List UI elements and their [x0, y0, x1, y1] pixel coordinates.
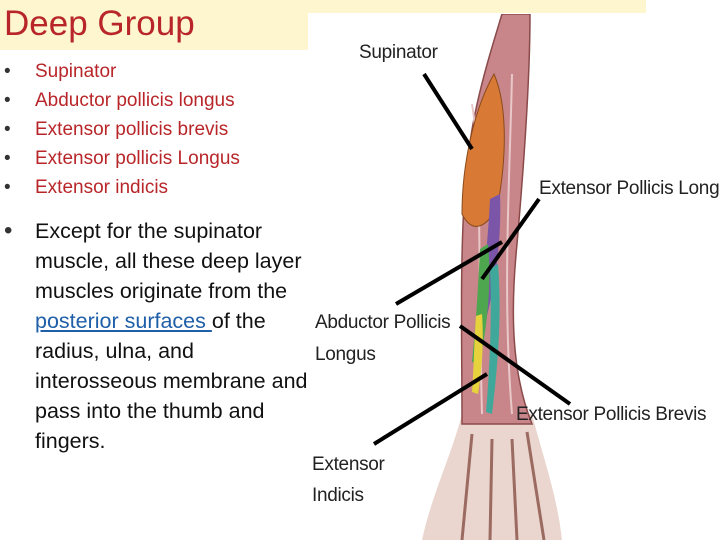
bullet-icon: • [4, 148, 11, 169]
list-item-label: Abductor pollicis longus [35, 90, 235, 111]
label-abductor-pollicis: Abductor Pollicis [315, 312, 451, 333]
muscle-list: • Supinator • Abductor pollicis longus • Ex… [4, 58, 304, 203]
forearm-anatomy-figure: Supinator Extensor Pollicis Longus Abduc… [312, 13, 720, 541]
paragraph-text-start: Except for the supinator muscle, all the… [35, 219, 302, 303]
epb-pointer [458, 324, 572, 406]
epl-pointer [480, 197, 541, 281]
bullet-icon: • [4, 119, 11, 140]
list-item: • Extensor pollicis brevis [4, 116, 304, 145]
list-item-label: Extensor pollicis brevis [35, 119, 229, 140]
list-item: • Abductor pollicis longus [4, 87, 304, 116]
posterior-surfaces-link[interactable]: posterior surfaces [35, 309, 212, 333]
list-item: • Supinator [4, 58, 304, 87]
bullet-icon: • [4, 217, 13, 244]
list-item-label: Extensor indicis [35, 177, 169, 198]
title-band-extension [308, 0, 646, 13]
forearm-illustration [372, 13, 572, 541]
tendon-lines [460, 431, 546, 541]
list-item: • Extensor indicis [4, 174, 304, 203]
label-indicis: Indicis [312, 485, 364, 506]
description-paragraph: • Except for the supinator muscle, all th… [4, 216, 309, 456]
title-band [0, 0, 308, 50]
supinator-pointer [422, 72, 474, 151]
extensor-indicis-muscle [486, 264, 500, 414]
label-abductor-longus: Longus [315, 344, 376, 365]
list-item-label: Extensor pollicis Longus [35, 148, 240, 169]
apl-pointer [394, 240, 504, 306]
list-item-label: Supinator [35, 61, 117, 82]
epb-muscle [472, 314, 483, 394]
slide-title: Deep Group [4, 4, 195, 43]
label-extensor: Extensor [312, 454, 385, 475]
ei-pointer [372, 372, 489, 446]
label-supinator: Supinator [359, 42, 438, 63]
paragraph-text-end: of the radius, ulna, and interosseous me… [35, 309, 308, 453]
bullet-icon: • [4, 61, 11, 82]
supinator-muscle [461, 72, 505, 227]
label-extensor-pollicis-brevis: Extensor Pollicis Brevis [516, 404, 707, 425]
list-item: • Extensor pollicis Longus [4, 145, 304, 174]
bullet-icon: • [4, 177, 11, 198]
label-extensor-pollicis-longus: Extensor Pollicis Longus [539, 178, 720, 199]
bullet-icon: • [4, 90, 11, 111]
